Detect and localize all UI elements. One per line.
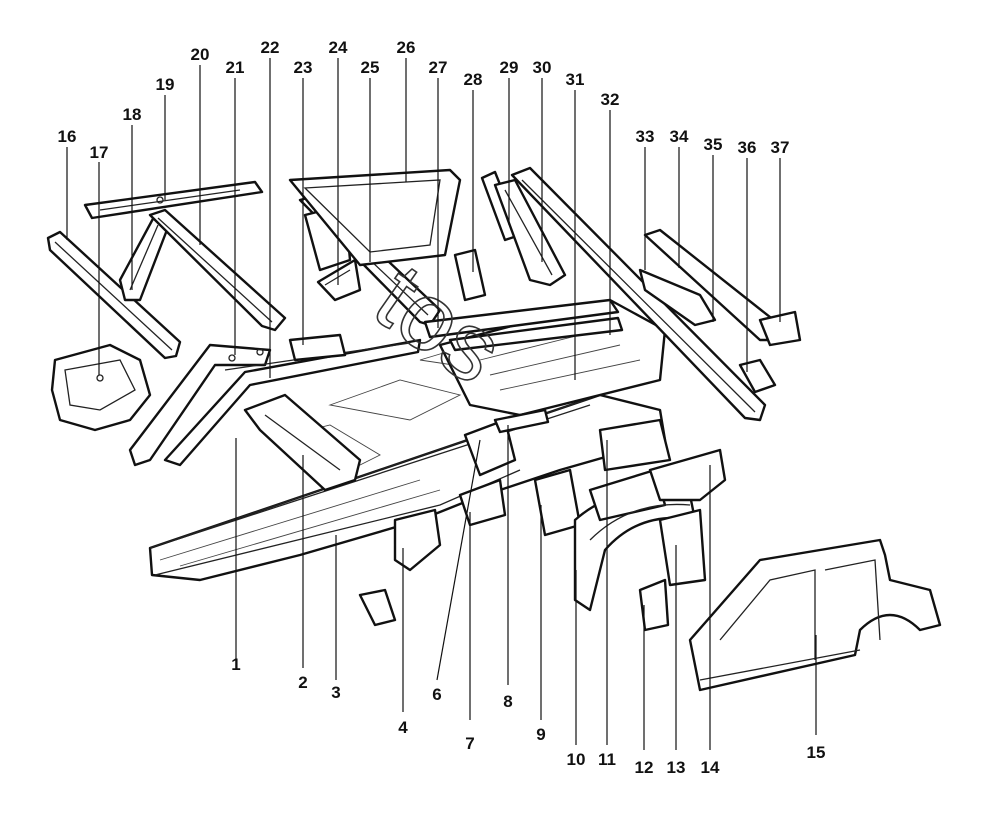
callout-7: 7 [465, 734, 474, 753]
callout-9: 9 [536, 725, 545, 744]
callout-30: 30 [533, 58, 552, 77]
callout-29: 29 [500, 58, 519, 77]
callout-20: 20 [191, 45, 210, 64]
callout-6: 6 [432, 685, 441, 704]
callout-4: 4 [398, 718, 408, 737]
body-side-panel [688, 538, 942, 692]
bracket-24 [316, 258, 362, 302]
callout-37: 37 [771, 138, 790, 157]
callout-32: 32 [601, 90, 620, 109]
callout-22: 22 [261, 38, 280, 57]
callout-23: 23 [294, 58, 313, 77]
callout-25: 25 [361, 58, 380, 77]
front-crossmember-assembly [50, 343, 152, 432]
center-brackets [463, 408, 582, 537]
callout-16: 16 [58, 127, 77, 146]
bracket-28 [453, 248, 487, 302]
left-front-rail [46, 230, 182, 360]
rear-window-frame [288, 168, 462, 267]
callout-18: 18 [123, 105, 142, 124]
rear-cross-member [423, 298, 624, 352]
callout-3: 3 [331, 683, 340, 702]
callout-17: 17 [90, 143, 109, 162]
callout-labels: 1 2 3 4 6 7 8 9 10 11 12 13 14 15 16 17 … [58, 38, 826, 777]
callout-8: 8 [503, 692, 512, 711]
callout-33: 33 [636, 127, 655, 146]
rear-wheelhouse-assembly [573, 418, 727, 632]
small-bracket-23 [288, 333, 347, 362]
callout-13: 13 [667, 758, 686, 777]
rear-pillar [480, 170, 567, 287]
callout-15: 15 [807, 743, 826, 762]
callout-27: 27 [429, 58, 448, 77]
callout-21: 21 [226, 58, 245, 77]
callout-11: 11 [598, 750, 616, 769]
callout-24: 24 [329, 38, 348, 57]
callout-10: 10 [567, 750, 586, 769]
callout-28: 28 [464, 70, 483, 89]
upper-cross-panel [83, 180, 264, 220]
callout-34: 34 [670, 127, 689, 146]
callout-2: 2 [298, 673, 307, 692]
callout-19: 19 [156, 75, 175, 94]
callout-12: 12 [635, 758, 654, 777]
callout-14: 14 [701, 758, 720, 777]
floor-pan [148, 329, 667, 582]
floor-tunnel-section [243, 393, 362, 492]
callout-36: 36 [738, 138, 757, 157]
roof-bow-left [148, 208, 287, 332]
callout-35: 35 [704, 135, 723, 154]
callout-1: 1 [231, 655, 240, 674]
callout-31: 31 [566, 70, 585, 89]
callout-26: 26 [397, 38, 416, 57]
front-frame [128, 338, 422, 467]
leader-lines [66, 58, 817, 750]
